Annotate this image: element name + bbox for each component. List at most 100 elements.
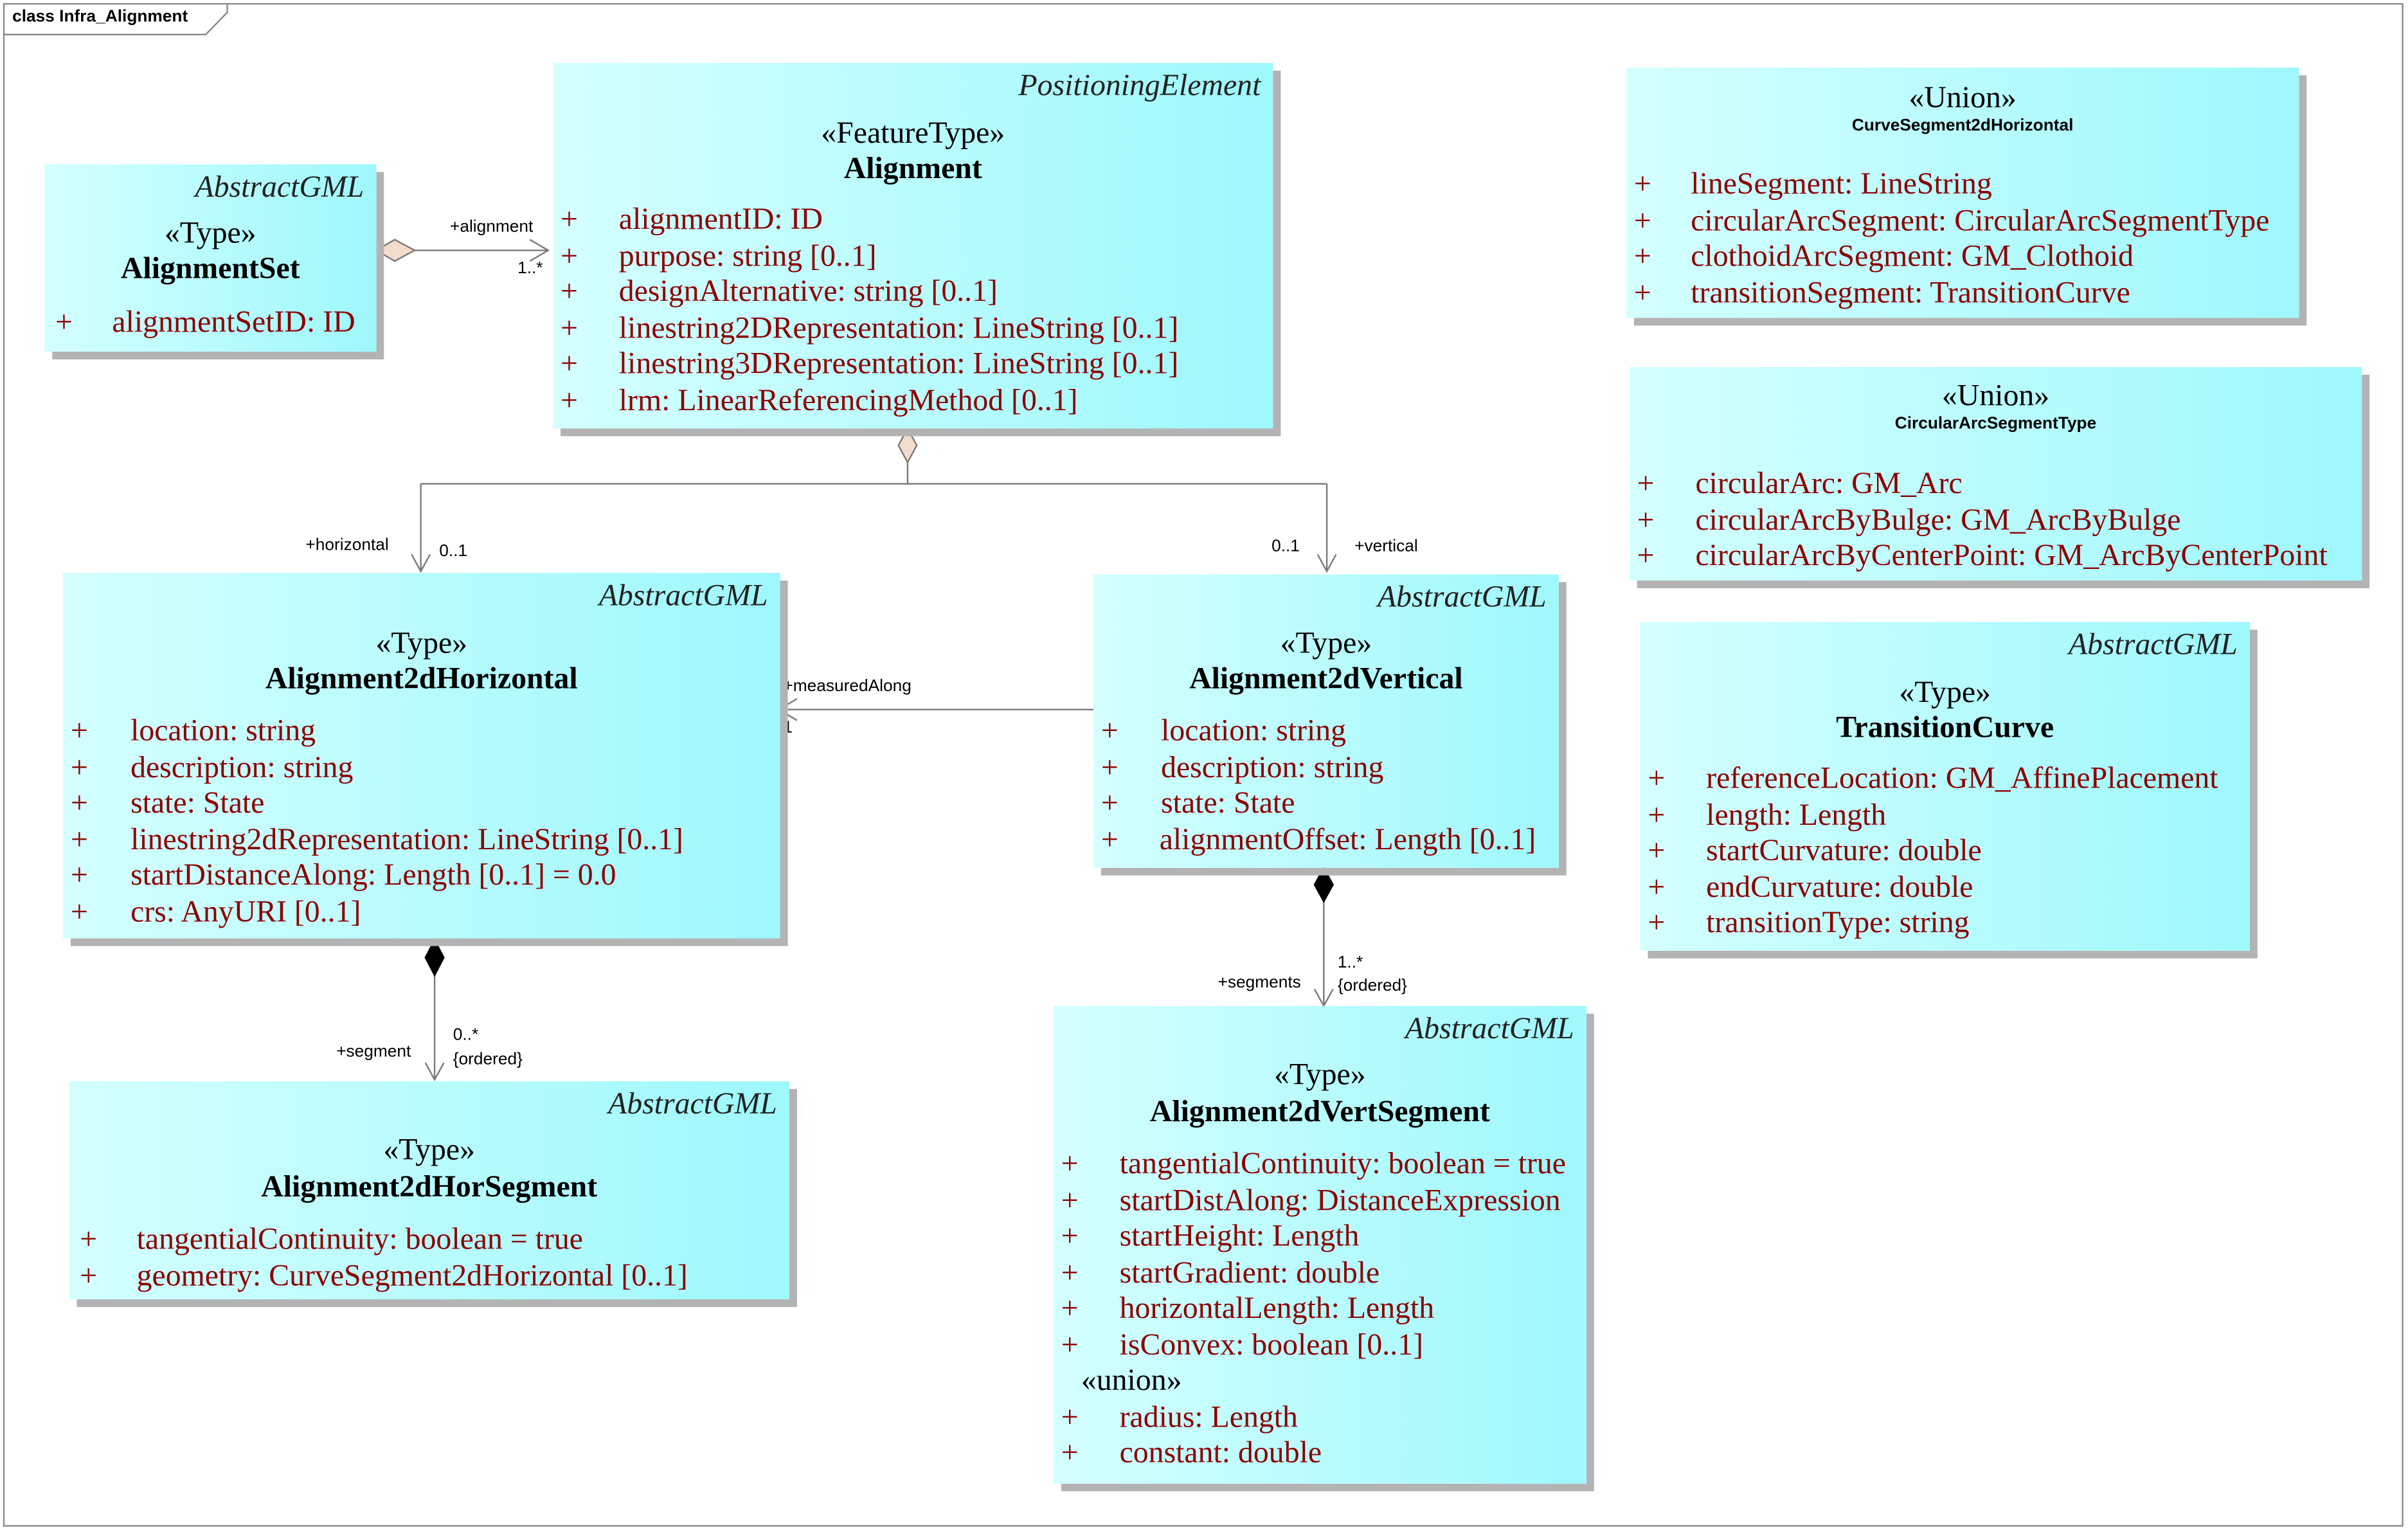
attribute-row: +location: string — [1093, 714, 1559, 750]
stereotype-label: «Union» — [1941, 379, 2050, 413]
class-name: Alignment2dHorizontal — [265, 662, 578, 696]
visibility-marker: + — [1061, 1400, 1079, 1434]
attribute-row: +linestring2dRepresentation: LineString … — [63, 822, 780, 858]
attribute-row: + state: State — [63, 786, 780, 822]
attribute-list: +location: string + description: string +… — [63, 714, 780, 931]
visibility-marker: + — [1101, 786, 1119, 820]
class-alignment-2d-vert-segment[interactable]: AbstractGML «Type» Alignment2dVertSegmen… — [1053, 1005, 1586, 1484]
attribute-text: circularArc: GM_Arc — [1695, 467, 1963, 501]
stereotype-label: «Type» — [383, 1133, 476, 1167]
class-alignment-2d-vertical[interactable]: AbstractGML «Type» Alignment2dVertical +… — [1093, 574, 1559, 868]
visibility-marker: + — [1633, 275, 1651, 310]
attribute-row: + circularArcByCenterPoint: GM_ArcByCente… — [1630, 539, 2362, 575]
attribute-row: + constant: double — [1054, 1436, 1586, 1472]
attribute-row: +alignmentID: ID — [553, 203, 1273, 239]
attribute-row: +linestring2DRepresentation: LineString … — [553, 311, 1273, 347]
class-name: TransitionCurve — [1836, 711, 2054, 745]
class-alignment-2d-horizontal[interactable]: AbstractGML «Type» Alignment2dHorizontal… — [62, 573, 780, 939]
attribute-text: tangentialContinuity: boolean = true — [1119, 1147, 1566, 1182]
visibility-marker: + — [1637, 539, 1655, 573]
attribute-text: description: string — [130, 750, 354, 784]
attribute-row: + length: Length — [1640, 798, 2249, 834]
stereotype-label: «Type» — [1274, 1058, 1366, 1092]
attribute-text: isConvex: boolean [0..1] — [1119, 1328, 1424, 1362]
visibility-marker: + — [1633, 167, 1651, 201]
class-name: Alignment2dVertical — [1189, 662, 1463, 696]
alignment-split-aggregation-diamond — [897, 427, 918, 464]
segment-assoc-arrow — [424, 1062, 445, 1081]
attribute-row: +horizontalLength: Length — [1054, 1292, 1586, 1328]
visibility-marker: + — [1061, 1436, 1079, 1470]
segment-constraint-label: {ordered} — [453, 1050, 523, 1069]
attribute-row: +location: string — [63, 714, 780, 750]
attribute-row: +crs: AnyURI [0..1] — [63, 895, 780, 931]
visibility-marker: + — [1637, 503, 1655, 537]
visibility-marker: + — [80, 1258, 98, 1293]
visibility-marker: + — [1101, 822, 1119, 856]
visibility-marker: + — [1061, 1292, 1079, 1326]
attribute-row: +linestring3DRepresentation: LineString … — [553, 347, 1273, 383]
visibility-marker: + — [70, 750, 88, 784]
visibility-marker: + — [1648, 870, 1666, 904]
class-alignment-set[interactable]: AbstractGML «Type» AlignmentSet +alignme… — [44, 164, 377, 352]
attribute-row: + circularArcByBulge: GM_ArcByBulge — [1630, 503, 2362, 539]
attribute-row: +startCurvature: double — [1640, 834, 2249, 870]
attribute-text: startDistanceAlong: Length [0..1] = 0.0 — [130, 858, 616, 893]
visibility-marker: + — [70, 858, 88, 893]
attribute-text: circularArcSegment: CircularArcSegmentTy… — [1691, 203, 2270, 238]
attribute-text: alignmentOffset: Length [0..1] — [1159, 822, 1536, 856]
class-curve-segment-2d-horizontal[interactable]: «Union» CurveSegment2dHorizontal +lineSe… — [1626, 68, 2299, 318]
attribute-text: transitionType: string — [1706, 906, 1970, 941]
stereotype-label: «Type» — [375, 626, 468, 661]
attribute-row: +transitionType: string — [1640, 906, 2249, 942]
attribute-row: +referenceLocation: GM_AffinePlacement — [1640, 762, 2249, 798]
attribute-row: +startDistAlong: DistanceExpression — [1054, 1184, 1586, 1220]
attribute-row: + transitionSegment: TransitionCurve — [1626, 276, 2299, 312]
attribute-row: +designAlternative: string [0..1] — [553, 275, 1273, 311]
vertical-assoc-arrow — [1316, 554, 1337, 573]
class-circular-arc-segment-type[interactable]: «Union» CircularArcSegmentType +circular… — [1629, 366, 2362, 581]
attribute-text: circularArcByCenterPoint: GM_ArcByCenter… — [1695, 539, 2328, 573]
attribute-row: + endCurvature: double — [1640, 870, 2249, 906]
segments-multiplicity-label: 1..* — [1337, 953, 1363, 973]
visibility-marker: + — [1648, 798, 1666, 832]
parent-class-label: AbstractGML — [1405, 1012, 1574, 1046]
visibility-marker: + — [70, 786, 88, 820]
attribute-text: state: State — [1161, 786, 1295, 820]
attribute-text: constant: double — [1119, 1436, 1322, 1470]
attribute-row: +clothoidArcSegment: GM_Clothoid — [1626, 240, 2299, 276]
class-name: Alignment2dVertSegment — [1149, 1095, 1490, 1129]
parent-class-label: AbstractGML — [2068, 628, 2238, 662]
alignment-assoc-arrow — [529, 239, 550, 262]
attribute-row: +circularArcSegment: CircularArcSegmentT… — [1626, 204, 2299, 240]
attribute-text: state: State — [130, 786, 265, 820]
vertical-multiplicity-label: 0..1 — [1271, 537, 1300, 556]
attribute-text: geometry: CurveSegment2dHorizontal [0..1… — [136, 1258, 688, 1293]
stereotype-label: «Type» — [1899, 676, 1991, 710]
horizontal-multiplicity-label: 0..1 — [439, 542, 468, 561]
attribute-text: circularArcByBulge: GM_ArcByBulge — [1695, 503, 2181, 537]
attribute-list: +referenceLocation: GM_AffinePlacement +… — [1640, 762, 2249, 942]
attribute-text: length: Length — [1706, 798, 1887, 832]
visibility-marker: + — [560, 203, 578, 237]
class-name: CircularArcSegmentType — [1894, 415, 2097, 433]
attribute-row: +circularArc: GM_Arc — [1630, 467, 2362, 503]
visibility-marker: + — [1101, 750, 1119, 784]
attribute-row: + alignmentOffset: Length [0..1] — [1093, 822, 1559, 858]
attribute-row: +alignmentSetID: ID — [44, 305, 376, 341]
attribute-row: +startGradient: double — [1054, 1256, 1586, 1292]
class-alignment[interactable]: PositioningElement «FeatureType» Alignme… — [553, 62, 1273, 429]
class-transition-curve[interactable]: AbstractGML «Type» TransitionCurve +refe… — [1640, 622, 2250, 951]
attribute-text: transitionSegment: TransitionCurve — [1691, 275, 2130, 310]
class-alignment-2d-hor-segment[interactable]: AbstractGML «Type» Alignment2dHorSegment… — [69, 1081, 789, 1300]
attribute-text: tangentialContinuity: boolean = true — [136, 1222, 584, 1257]
attribute-text: location: string — [1161, 714, 1347, 748]
visibility-marker: + — [560, 311, 578, 345]
attribute-text: endCurvature: double — [1706, 870, 1973, 904]
stereotype-label: «Type» — [1280, 626, 1372, 661]
alignment-role-label: +alignment — [449, 218, 534, 237]
attribute-list: +alignmentSetID: ID — [44, 305, 376, 341]
segment-role-label: +segment — [336, 1043, 411, 1061]
